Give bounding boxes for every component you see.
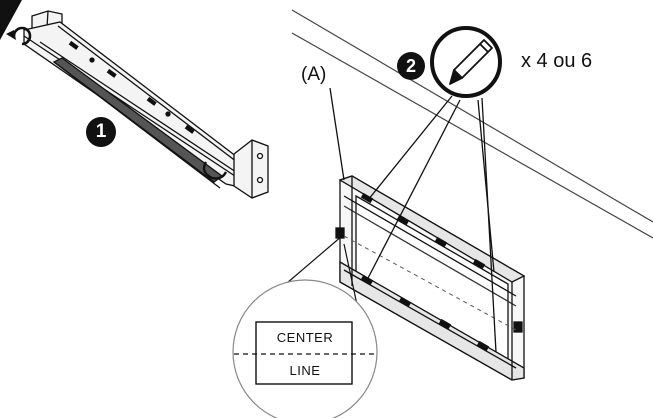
- wall-plate: [335, 175, 526, 381]
- corner-mark: [0, 0, 22, 40]
- center-line-dashed: [343, 235, 517, 331]
- part-label-a: (A): [301, 64, 327, 85]
- wall-lines: [291, 9, 653, 239]
- pencil-callout-circle: [430, 26, 502, 98]
- rotate-arrow-icon: [6, 26, 32, 46]
- center-line-label-bottom: LINE: [289, 363, 321, 378]
- marking-lines: [365, 95, 497, 353]
- label-a-leader: [329, 87, 345, 181]
- mounting-rail: [23, 10, 269, 199]
- center-line-label-top: CENTER: [276, 330, 334, 345]
- pencil-icon: [449, 39, 493, 85]
- step-2-badge: 2: [397, 52, 425, 80]
- step-1-badge: 1: [86, 117, 116, 147]
- detail-magnifier: [232, 235, 378, 418]
- quantity-text: x 4 ou 6: [521, 50, 593, 72]
